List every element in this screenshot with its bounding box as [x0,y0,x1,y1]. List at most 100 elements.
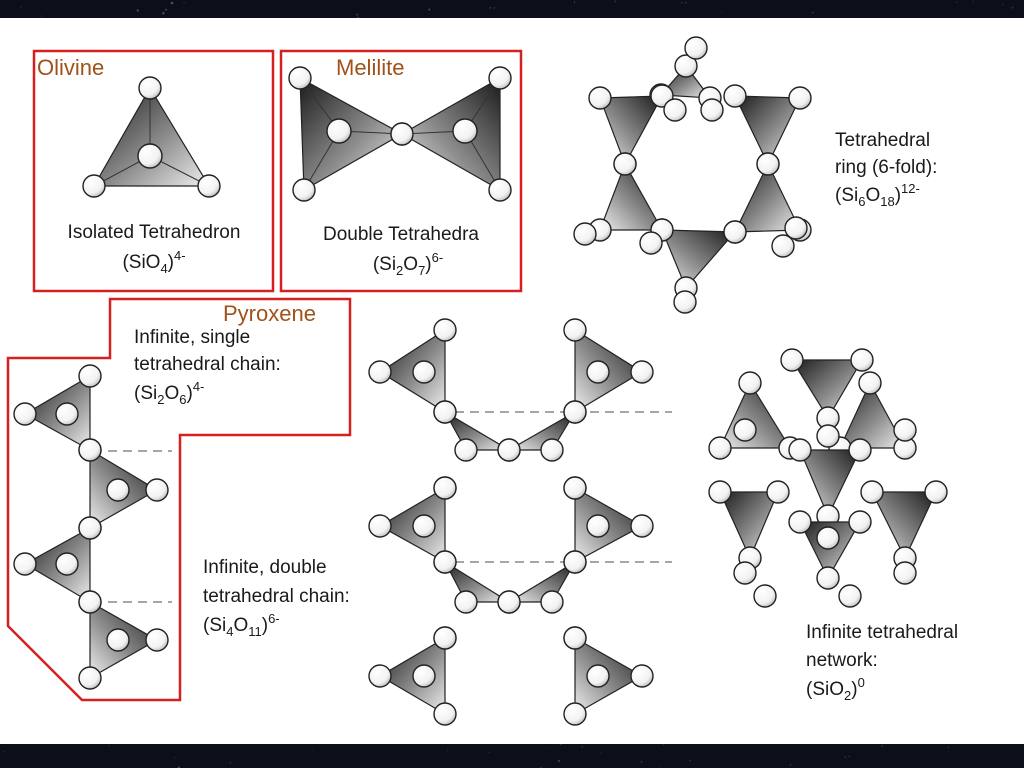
oxygen-atom [563,550,587,574]
oxygen-atom [488,178,512,202]
single-chain-formula: (Si2O6)4- [134,379,204,407]
ring-caption-line2: ring (6-fold): [835,157,937,178]
oxygen-atom [433,476,457,500]
oxygen-atom [368,360,392,384]
oxygen-atom [563,626,587,650]
oxygen-atom [13,402,37,426]
oxygen-atom [433,318,457,342]
double-chain-tetrahedron-7 [497,400,587,462]
oxygen-atom [82,174,106,198]
tetrahedron-face [799,449,861,518]
oxygen-atom [145,628,169,652]
tetrahedron-face [506,411,576,451]
slide-panel: Olivine Melilite Pyroxene Isolated Tetra… [0,18,1024,744]
olivine-highlight-box [32,49,275,293]
ring-extra-atoms [573,36,808,314]
oxygen-atom [674,54,698,78]
oxygen-atom [684,36,708,60]
tetrahedron-face [506,561,576,603]
single-chain-caption-line1: Infinite, single [134,327,250,348]
tetrahedron-face [871,491,937,560]
oxygen-atom [563,702,587,726]
oxygen-atom [433,702,457,726]
oxygen-atom [326,118,352,144]
oxygen-atom [13,552,37,576]
oxygen-atom [780,348,804,372]
oxygen-atom [390,122,414,146]
oxygen-atom [893,561,917,585]
oxygen-atom [412,664,436,688]
oxygen-atom [586,664,610,688]
isolated-caption-line1: Isolated Tetrahedron [68,222,241,243]
pyroxene-label: Pyroxene [223,301,316,326]
tetrahedron-face [734,95,801,166]
oxygen-atom [586,514,610,538]
oxygen-atom [106,478,130,502]
oxygen-atom [433,400,457,424]
tetrahedron-face [400,76,501,192]
network-formula: (SiO2)0 [806,675,865,703]
oxygen-atom [893,418,917,442]
oxygen-atom [454,590,478,614]
oxygen-atom [55,402,79,426]
oxygen-atom [78,516,102,540]
tetrahedron-face [799,521,862,580]
tetrahedra-structures [13,36,948,726]
oxygen-atom [288,66,312,90]
double-chain-caption-line1: Infinite, double [203,557,327,578]
oxygen-atom [784,216,808,240]
double-tetrahedra-caption: Double Tetrahedra (Si2O7)6- [323,224,479,278]
chain-dashed-lines [108,411,672,603]
oxygen-atom [78,590,102,614]
oxygen-atom [497,590,521,614]
tetrahedron-face [839,381,907,449]
oxygen-atom [540,590,564,614]
melilite-label: Melilite [336,55,404,80]
double-chain-tetrahedron-9 [497,550,587,614]
olivine-tetrahedron [82,76,221,198]
isolated-formula: (SiO4)4- [122,248,185,276]
ring-caption: Tetrahedral ring (6-fold): (Si6O18)12- [835,130,937,209]
oxygen-atom [368,664,392,688]
oxygen-atom [630,664,654,688]
oxygen-atom [788,510,812,534]
oxygen-atom [433,626,457,650]
oxygen-atom [663,98,687,122]
oxygen-atom [733,418,757,442]
oxygen-atom [766,480,790,504]
oxygen-atom [106,628,130,652]
double-chain-extra-atoms [412,360,610,688]
oxygen-atom [292,178,316,202]
oxygen-atom [723,220,747,244]
network-extra-atoms [733,418,917,608]
tetrahedron-face [659,65,712,99]
tetrahedron-face [92,86,211,187]
oxygen-atom [145,478,169,502]
oxygen-atom [452,118,478,144]
network-caption-line1: Infinite tetrahedral [806,622,958,643]
oxygen-atom [137,143,163,169]
oxygen-atom [738,371,762,395]
single-chain-apex-atoms [55,402,130,652]
oxygen-atom [860,480,884,504]
network-caption: Infinite tetrahedral network: (SiO2)0 [806,622,958,703]
oxygen-atom [850,348,874,372]
ring-formula: (Si6O18)12- [835,181,920,209]
network-tetrahedron-5 [708,480,790,570]
oxygen-atom [756,152,780,176]
oxygen-atom [700,98,724,122]
network-tetrahedron-2 [708,371,802,460]
network-caption-line2: network: [806,650,878,671]
oxygen-atom [788,438,812,462]
oxygen-atom [563,400,587,424]
isolated-tetrahedron-caption: Isolated Tetrahedron (SiO4)4- [68,222,241,276]
oxygen-atom [586,360,610,384]
oxygen-atom [497,438,521,462]
oxygen-atom [563,318,587,342]
single-chain-caption-line2: tetrahedral chain: [134,354,281,375]
oxygen-atom [848,438,872,462]
oxygen-atom [412,514,436,538]
network-tetrahedron-6 [860,480,948,570]
network-tetrahedron-3 [828,371,917,460]
oxygen-atom [858,371,882,395]
